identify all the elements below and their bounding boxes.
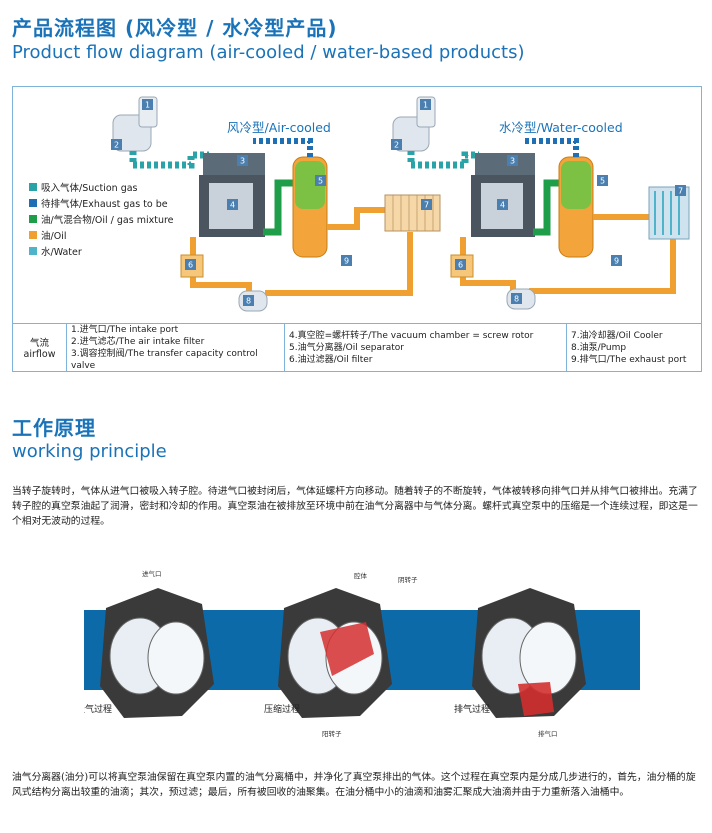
principle-paragraph-1: 当转子旋转时，气体从进气口被吸入转子腔。待进气口被封闭后，气体延螺杆方向移动。随… [12, 486, 698, 527]
legend-item: 吸入气体/Suction gas [29, 179, 174, 195]
legend-label: 待排气体/Exhaust gas to be [41, 199, 168, 210]
legend-swatch [29, 231, 37, 239]
component-number-badges: 1 2 3 4 5 6 7 8 9 1 2 3 4 5 6 7 8 9 [111, 99, 686, 306]
legend-item: 油/气混合物/Oil / gas mixture [29, 211, 174, 227]
badge-1: 1 [145, 101, 150, 110]
parts-table-header: 气流 airflow [13, 324, 67, 371]
parts-table: 气流 airflow 1.进气口/The intake port 2.进气滤芯/… [13, 323, 701, 371]
parts-table-header-en: airflow [23, 349, 56, 360]
parts-column-3: 7.油冷却器/Oil Cooler 8.油泵/Pump 9.排气口/The ex… [567, 324, 701, 371]
legend-swatch [29, 247, 37, 255]
flow-diagram: 1 2 3 4 5 6 7 8 9 1 2 3 4 5 6 7 8 9 [111, 96, 690, 312]
parts-table-header-cn: 气流 [29, 338, 49, 349]
principle-title-en: working principle [12, 441, 167, 462]
badge-6: 6 [188, 261, 193, 270]
separator-mixture [295, 161, 325, 209]
badge-2: 2 [114, 141, 119, 150]
part-item: 4.真空腔=螺杆转子/The vacuum chamber = screw ro… [289, 330, 534, 341]
parts-column-1: 1.进气口/The intake port 2.进气滤芯/The air int… [67, 324, 285, 371]
legend-item: 待排气体/Exhaust gas to be [29, 195, 174, 211]
badge-3: 3 [510, 157, 515, 166]
rotor-stages-illustration: 进气口 腔体 阴转子 阳转子 排气口 吸气过程 压缩过程 排气过程 [84, 569, 640, 738]
badge-3: 3 [240, 157, 245, 166]
label-screw-rotor: 阴转子 [398, 575, 418, 584]
legend-label: 水/Water [41, 247, 82, 258]
legend-label: 油/Oil [41, 231, 67, 242]
badge-4: 4 [230, 201, 235, 210]
badge-5: 5 [600, 177, 605, 186]
badge-9: 9 [344, 257, 349, 266]
oil-cooler-return-pipe [529, 237, 676, 294]
control-valve [203, 153, 265, 175]
air-cooled-label: 风冷型/Air-cooled [227, 120, 331, 135]
part-item: 2.进气滤芯/The air intake filter [71, 336, 205, 347]
legend-swatch [29, 183, 37, 191]
label-male-rotor: 阳转子 [322, 729, 342, 738]
part-item: 8.油泵/Pump [571, 342, 627, 353]
part-item: 3.调容控制阀/The transfer capacity control va… [71, 348, 258, 371]
part-item: 9.排气口/The exhaust port [571, 354, 687, 365]
flow-diagram-panel: 1 2 3 4 5 6 7 8 9 1 2 3 4 5 6 7 8 9 吸入气体… [12, 86, 702, 372]
suction-gas-pipe [129, 151, 209, 169]
stage-compression [278, 588, 392, 718]
stage-intake [100, 588, 214, 718]
label-exhaust-port: 排气口 [538, 729, 558, 738]
badge-5: 5 [318, 177, 323, 186]
compressed-gas-region [320, 622, 374, 676]
page-title-cn: 产品流程图 (风冷型 / 水冷型产品) [12, 16, 338, 40]
badge-8: 8 [514, 295, 519, 304]
part-item: 6.油过滤器/Oil filter [289, 354, 373, 365]
badge-7: 7 [424, 201, 429, 210]
suction-gas-pipe [407, 151, 479, 169]
exhaust-gas-pipe [525, 138, 579, 157]
principle-paragraph-2: 油气分离器(油分)可以将真空泵油保留在真空泵内置的油气分离桶中，并净化了真空泵排… [12, 772, 696, 798]
badge-2: 2 [394, 141, 399, 150]
legend-label: 油/气混合物/Oil / gas mixture [41, 215, 174, 226]
label-intake-port: 进气口 [142, 569, 162, 578]
stage3-label: 排气过程 [454, 703, 490, 715]
stage2-label: 压缩过程 [264, 703, 300, 715]
badge-8: 8 [246, 297, 251, 306]
rotor-lobe [147, 621, 205, 695]
oil-pipe-to-cooler [327, 207, 385, 230]
legend-label: 吸入气体/Suction gas [41, 183, 138, 194]
water-cooled-label: 水冷型/Water-cooled [499, 120, 623, 135]
label-chamber: 腔体 [354, 571, 368, 580]
separator-mixture [561, 161, 591, 209]
control-valve [475, 153, 535, 175]
part-item: 5.油气分离器/Oil separator [289, 342, 404, 353]
stage1-label: 吸气过程 [84, 703, 112, 715]
badge-4: 4 [500, 201, 505, 210]
legend-item: 水/Water [29, 243, 174, 259]
exhaust-gas-region [518, 682, 554, 716]
parts-column-2: 4.真空腔=螺杆转子/The vacuum chamber = screw ro… [285, 324, 567, 371]
page-title-en: Product flow diagram (air-cooled / water… [12, 42, 525, 63]
oil-gas-mixture-pipe [263, 179, 295, 236]
legend-swatch [29, 215, 37, 223]
badge-9: 9 [614, 257, 619, 266]
part-item: 7.油冷却器/Oil Cooler [571, 330, 663, 341]
principle-title-cn: 工作原理 [12, 416, 96, 440]
legend-item: 油/Oil [29, 227, 174, 243]
oil-gas-mixture-pipe [533, 179, 561, 236]
badge-7: 7 [678, 187, 683, 196]
badge-1: 1 [423, 101, 428, 110]
exhaust-gas-pipe [253, 138, 313, 157]
legend-swatch [29, 199, 37, 207]
oil-cooler-return-pipe [265, 232, 413, 296]
flow-legend: 吸入气体/Suction gas 待排气体/Exhaust gas to be … [29, 179, 174, 259]
part-item: 1.进气口/The intake port [71, 324, 179, 335]
badge-6: 6 [458, 261, 463, 270]
stage-exhaust [472, 588, 586, 718]
